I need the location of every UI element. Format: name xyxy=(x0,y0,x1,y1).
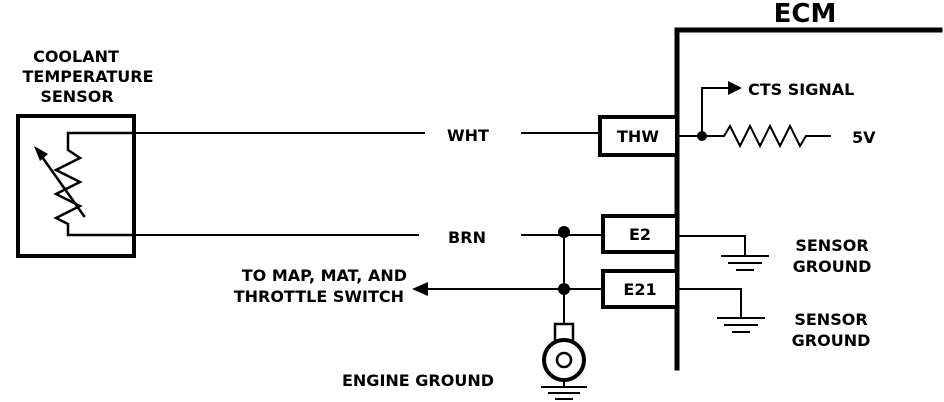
sensor-box xyxy=(16,114,136,258)
external-sensor-line: TO MAP, MAT, AND THROTTLE SWITCH xyxy=(234,266,604,306)
to-external-arrow-icon xyxy=(412,282,428,296)
brn-wire: BRN xyxy=(133,228,604,247)
sensor-title-line-1: COOLANT xyxy=(33,47,119,66)
coolant-temperature-sensor: COOLANT TEMPERATURE SENSOR xyxy=(16,47,154,258)
terminal-e2: E2 xyxy=(601,214,679,254)
sensor-ground-2-line-2: GROUND xyxy=(792,331,871,350)
terminal-e21: E21 xyxy=(601,269,679,309)
sensor-ground-2: SENSOR GROUND xyxy=(676,288,871,350)
ecm-title: ECM xyxy=(774,0,837,29)
engine-ground: ENGINE GROUND xyxy=(342,322,587,400)
wht-wire: WHT xyxy=(133,126,601,145)
ground-bus xyxy=(558,226,570,326)
wht-wire-label: WHT xyxy=(447,126,489,145)
ground-symbol-icon xyxy=(541,386,587,400)
ground-symbol-icon xyxy=(717,317,765,333)
terminal-thw: THW xyxy=(598,115,679,157)
cts-signal-arrow-icon xyxy=(728,81,742,95)
sensor-ground-1-line-1: SENSOR xyxy=(795,236,868,255)
ecm-housing: ECM xyxy=(674,0,943,371)
brn-junction-dot xyxy=(558,226,570,238)
to-external-line-1: TO MAP, MAT, AND xyxy=(242,266,407,285)
ground-symbol-icon xyxy=(721,255,769,271)
sensor-title-line-2: TEMPERATURE xyxy=(22,67,153,86)
cts-signal-circuit: CTS SIGNAL 5V xyxy=(676,80,876,149)
sensor-title-line-3: SENSOR xyxy=(40,87,113,106)
sensor-ground-1: SENSOR GROUND xyxy=(676,235,872,276)
terminal-e2-label: E2 xyxy=(629,225,651,244)
thermistor-variable-arrow-icon xyxy=(34,146,86,218)
reference-voltage-label: 5V xyxy=(852,128,876,147)
engine-ground-label: ENGINE GROUND xyxy=(342,371,494,390)
brn-wire-label: BRN xyxy=(448,228,486,247)
to-external-line-2: THROTTLE SWITCH xyxy=(234,287,404,306)
sensor-ground-1-line-2: GROUND xyxy=(793,257,872,276)
terminal-e21-label: E21 xyxy=(623,280,656,299)
sensor-ground-2-line-1: SENSOR xyxy=(794,310,867,329)
cts-signal-label: CTS SIGNAL xyxy=(748,80,854,99)
terminal-thw-label: THW xyxy=(617,127,659,146)
